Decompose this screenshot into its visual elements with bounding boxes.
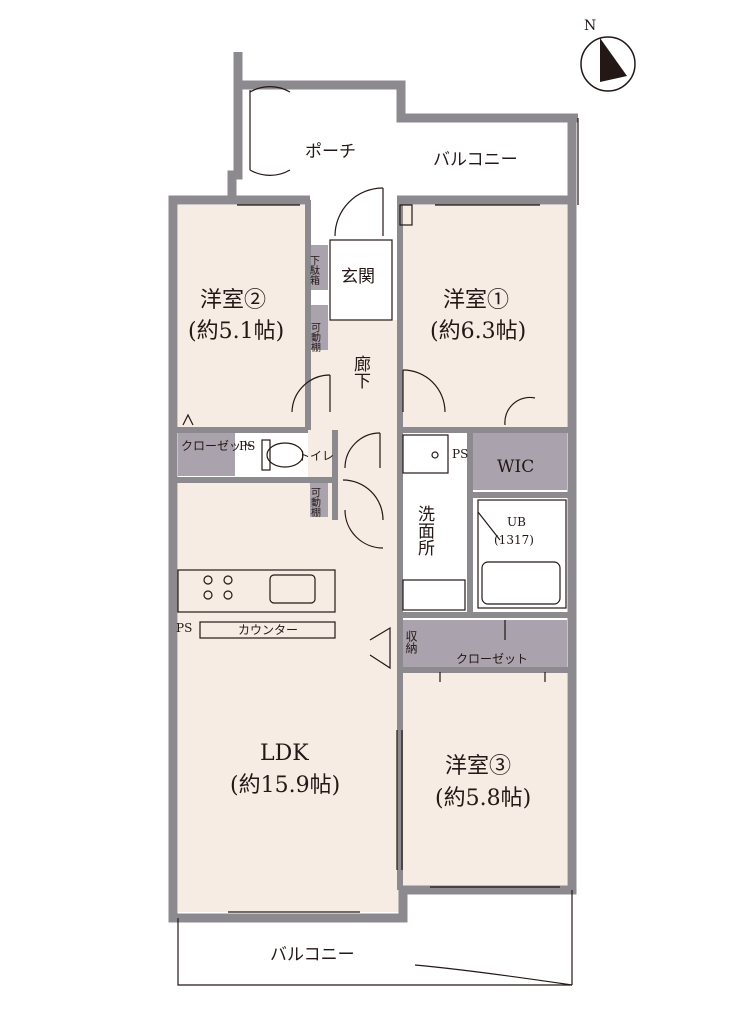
closet-w3-label: クローゼット [456, 652, 528, 666]
shoe-box-area [310, 245, 328, 290]
storage-label: 収納 [404, 630, 418, 654]
corridor-label: 廊下 [350, 355, 371, 389]
ps2-label: PS [452, 447, 468, 461]
western3-size: (約5.8帖) [435, 786, 531, 811]
wall-porch-left [233, 52, 578, 123]
washroom-label: 洗面所 [414, 505, 435, 556]
ub-label: UB [507, 515, 526, 529]
ps3-label: PS [176, 621, 192, 635]
fixtures [177, 86, 579, 986]
western2-size: (約5.1帖) [188, 319, 284, 344]
compass: N [580, 18, 636, 92]
ps1-label: PS [239, 439, 255, 453]
closet-w3-area [432, 620, 567, 668]
entrance-label: 玄関 [341, 267, 375, 287]
ldk-name: LDK [260, 741, 309, 766]
labels: ポーチ バルコニー 玄関 下駄箱 可動棚 可動棚 廊下 洋室② (約5.1帖) … [176, 142, 534, 965]
closet-w2-label: クローゼット [181, 439, 253, 453]
floor-western3 [400, 670, 567, 890]
ub-size-label: (1317) [494, 533, 534, 547]
interior-walls [173, 200, 572, 890]
counter-label: カウンター [238, 623, 298, 637]
floors [178, 205, 567, 912]
floor-western1 [400, 205, 567, 430]
movable-shelf-1-label: 可動棚 [309, 322, 321, 353]
floor-ldk-extension [335, 480, 400, 912]
closet-w2-area [178, 432, 235, 476]
balcony-bottom-label: バルコニー [270, 945, 355, 965]
ldk-size: (約15.9帖) [230, 773, 340, 798]
storage-areas [178, 245, 567, 668]
western1-name: 洋室① [443, 288, 509, 313]
shoe-box-label: 下駄箱 [308, 255, 320, 286]
compass-north-label: N [584, 18, 596, 34]
storage-area [402, 620, 432, 668]
walls [168, 52, 578, 923]
western2-name: 洋室② [200, 288, 266, 313]
wic-area [470, 432, 567, 490]
balcony-top-label: バルコニー [433, 150, 518, 170]
wic-label: WIC [497, 457, 534, 477]
western3-name: 洋室③ [445, 754, 511, 779]
toilet-label: トイレ [298, 449, 334, 463]
compass-needle-icon [600, 38, 627, 82]
western1-size: (約6.3帖) [430, 319, 526, 344]
wall-west [168, 85, 577, 923]
shelf1-area [310, 305, 328, 350]
porch-label: ポーチ [305, 142, 356, 162]
floor-western2 [178, 205, 308, 430]
movable-shelf-2-label: 可動棚 [309, 487, 321, 518]
shelf2-area [310, 482, 328, 517]
